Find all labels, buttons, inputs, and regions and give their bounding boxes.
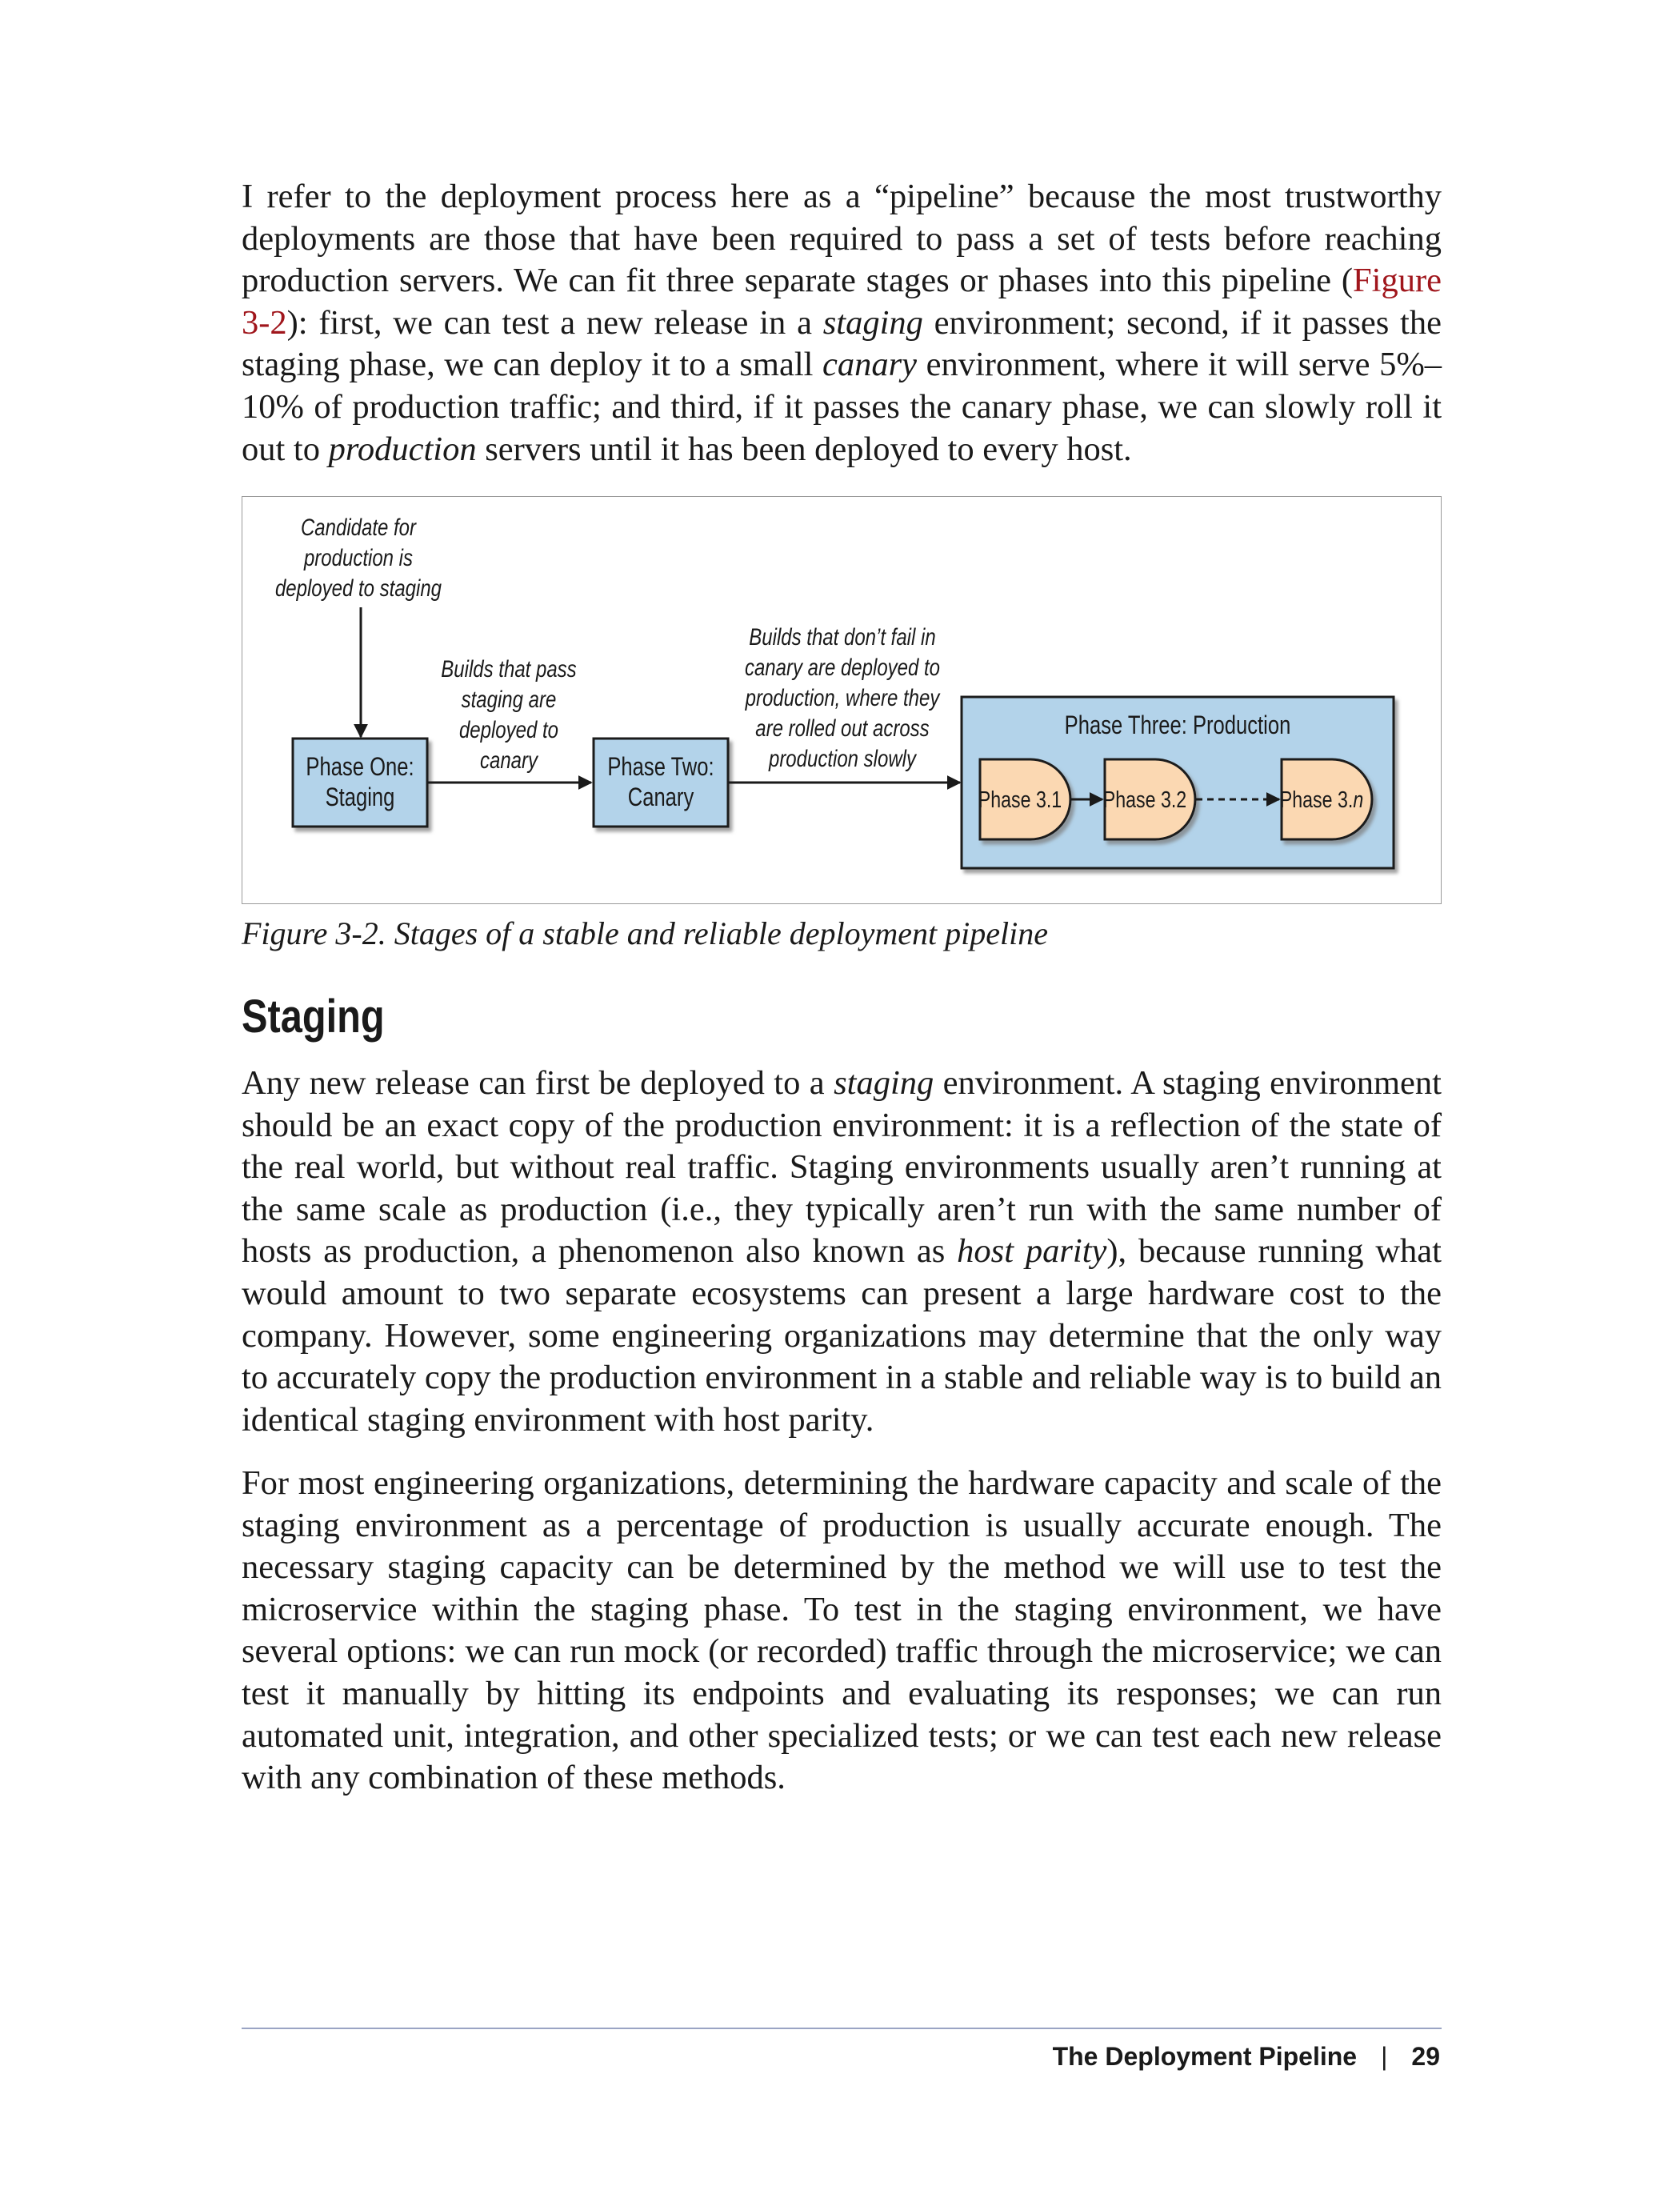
- annotation-line: are rolled out across: [755, 714, 930, 741]
- emphasis: staging: [822, 303, 923, 342]
- phase-one-label: Phase One: Staging: [306, 753, 414, 811]
- sub-phase-1: [978, 758, 1072, 841]
- phase-three-title: Phase Three: Production: [1065, 711, 1291, 739]
- emphasis: host parity: [957, 1232, 1107, 1271]
- emphasis: production: [328, 430, 477, 468]
- annotation-line: Candidate for: [301, 513, 417, 540]
- figure-caption: Figure 3-2. Stages of a stable and relia…: [242, 915, 1048, 951]
- phase-two-line: Canary: [628, 783, 694, 811]
- phase-two-label: Phase Two: Canary: [607, 753, 714, 811]
- annotation-line: staging are: [462, 685, 557, 712]
- phase-one-box: [291, 737, 429, 828]
- annotation-candidate: Candidate for production is deployed to …: [275, 513, 442, 601]
- sub-phase-1-label: Phase 3.1: [978, 786, 1062, 812]
- annotation-line: deployed to staging: [275, 574, 442, 601]
- staging-paragraph-1: Any new release can first be deployed to…: [242, 1063, 1442, 1441]
- sub-phase-n: [1280, 758, 1374, 841]
- footer-section-title: The Deployment Pipeline: [1052, 2042, 1358, 2071]
- annotation-line: production slowly: [768, 744, 917, 771]
- emphasis: staging: [834, 1064, 934, 1102]
- section-heading: Staging: [242, 991, 385, 1043]
- phase-two-line: Phase Two:: [607, 753, 714, 781]
- annotation-line: production, where they: [745, 683, 941, 711]
- footer-separator: |: [1381, 2042, 1388, 2071]
- pipeline-figure: Candidate for production is deployed to …: [242, 496, 1442, 904]
- text-run: ): first, we can test a new release in a: [286, 303, 823, 342]
- annotation-canary-pass: Builds that don’t fail in canary are dep…: [745, 623, 941, 771]
- sub-phase-n-suffix: n: [1353, 786, 1363, 812]
- text-run: environment. A staging environ­ment shou…: [242, 1064, 1442, 1271]
- text-run: For most engineering organizations, dete…: [242, 1464, 1442, 1797]
- intro-paragraph: I refer to the deployment process here a…: [242, 176, 1442, 470]
- sub-phase-n-label: Phase 3.n: [1280, 786, 1363, 812]
- emphasis: canary: [822, 346, 918, 384]
- phase-two-box: [592, 737, 730, 828]
- phase-one-line: Staging: [326, 783, 395, 811]
- text-run: environment, where it will serve 5%–10% …: [242, 346, 1442, 468]
- annotation-line: Builds that pass: [441, 655, 577, 682]
- annotation-line: production is: [303, 543, 413, 571]
- text-run: Any new release can first be deployed to…: [242, 1064, 834, 1102]
- text-run: ), because running what would amount to …: [242, 1232, 1442, 1439]
- annotation-line: canary: [480, 746, 538, 773]
- staging-paragraph-2: For most engineering organizations, dete…: [242, 1463, 1442, 1800]
- sub-phase-2: [1103, 758, 1197, 841]
- annotation-line: canary are deployed to: [745, 653, 940, 680]
- text-run: servers until it has been deployed to ev…: [476, 430, 1132, 468]
- figure-link[interactable]: Figure 3-2: [242, 262, 1442, 342]
- text-run: environment; second, if it passes the st…: [242, 303, 1442, 384]
- annotation-staging-pass: Builds that pass staging are deployed to…: [441, 655, 577, 773]
- pipeline-diagram: Candidate for production is deployed to …: [275, 513, 1395, 870]
- text-run: I refer to the deployment process here a…: [242, 178, 1442, 300]
- sub-phase-2-label: Phase 3.2: [1103, 786, 1186, 812]
- footer-rule: [242, 2028, 1442, 2029]
- phase-one-line: Phase One:: [306, 753, 414, 781]
- sub-phase-n-prefix: Phase 3.: [1280, 786, 1354, 812]
- annotation-line: Builds that don’t fail in: [749, 623, 935, 650]
- annotation-line: deployed to: [459, 715, 558, 743]
- page-number: 29: [1411, 2042, 1440, 2071]
- page-footer: The Deployment Pipeline | 29: [1000, 2039, 1440, 2074]
